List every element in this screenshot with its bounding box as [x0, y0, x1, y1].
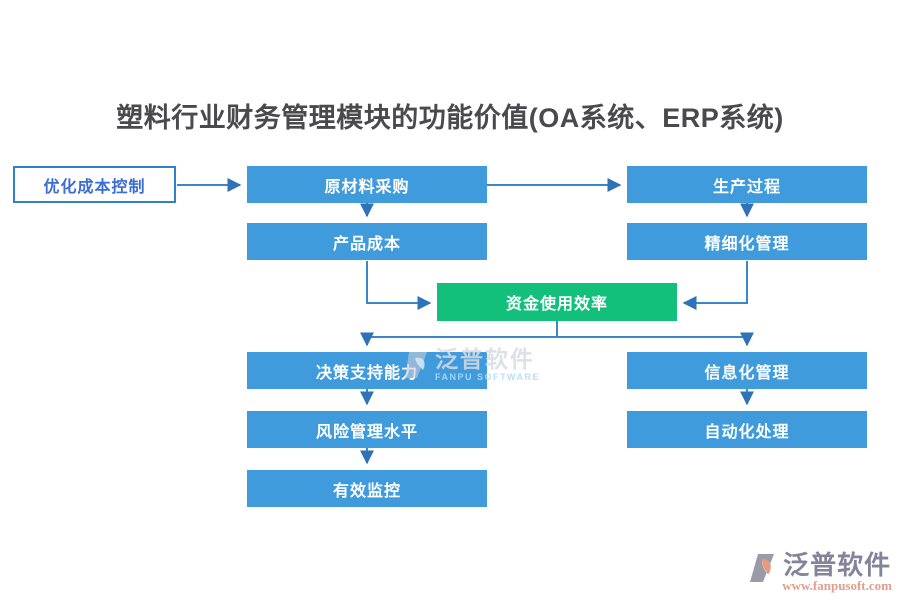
page-title: 塑料行业财务管理模块的功能价值(OA系统、ERP系统)	[116, 103, 784, 133]
node-fund-usage-efficiency: 资金使用效率	[437, 283, 677, 321]
node-label: 风险管理水平	[315, 423, 418, 441]
node-label: 信息化管理	[704, 364, 790, 382]
node-label: 自动化处理	[704, 423, 790, 441]
footer-brand-text: 泛普软件	[783, 550, 892, 580]
node-label: 原材料采购	[324, 178, 410, 196]
node-risk-management-level: 风险管理水平	[247, 411, 487, 448]
node-decision-support: 决策支持能力	[247, 352, 487, 389]
node-product-cost: 产品成本	[247, 223, 487, 260]
node-informatization-management: 信息化管理	[627, 352, 867, 389]
node-optimize-cost-control: 优化成本控制	[13, 166, 176, 203]
node-refined-management: 精细化管理	[627, 223, 867, 260]
arrow-finemgmt-to-fund	[682, 261, 748, 310]
node-label: 精细化管理	[704, 235, 790, 253]
node-raw-material-procurement: 原材料采购	[247, 166, 487, 203]
node-label: 资金使用效率	[505, 296, 608, 313]
arrow-productcost-to-fund	[366, 261, 432, 310]
node-label: 生产过程	[712, 178, 781, 196]
node-label: 产品成本	[332, 235, 401, 253]
node-label: 优化成本控制	[43, 178, 146, 196]
node-effective-monitoring: 有效监控	[247, 470, 487, 507]
node-automated-processing: 自动化处理	[627, 411, 867, 448]
footer-brand-url: www.fanpusoft.com	[782, 578, 892, 593]
node-label: 决策支持能力	[315, 364, 418, 382]
node-production-process: 生产过程	[627, 166, 867, 203]
footer-brand: 泛普软件 www.fanpusoft.com	[750, 551, 892, 592]
node-label: 有效监控	[332, 482, 401, 500]
fanpu-logo-icon	[750, 554, 775, 582]
